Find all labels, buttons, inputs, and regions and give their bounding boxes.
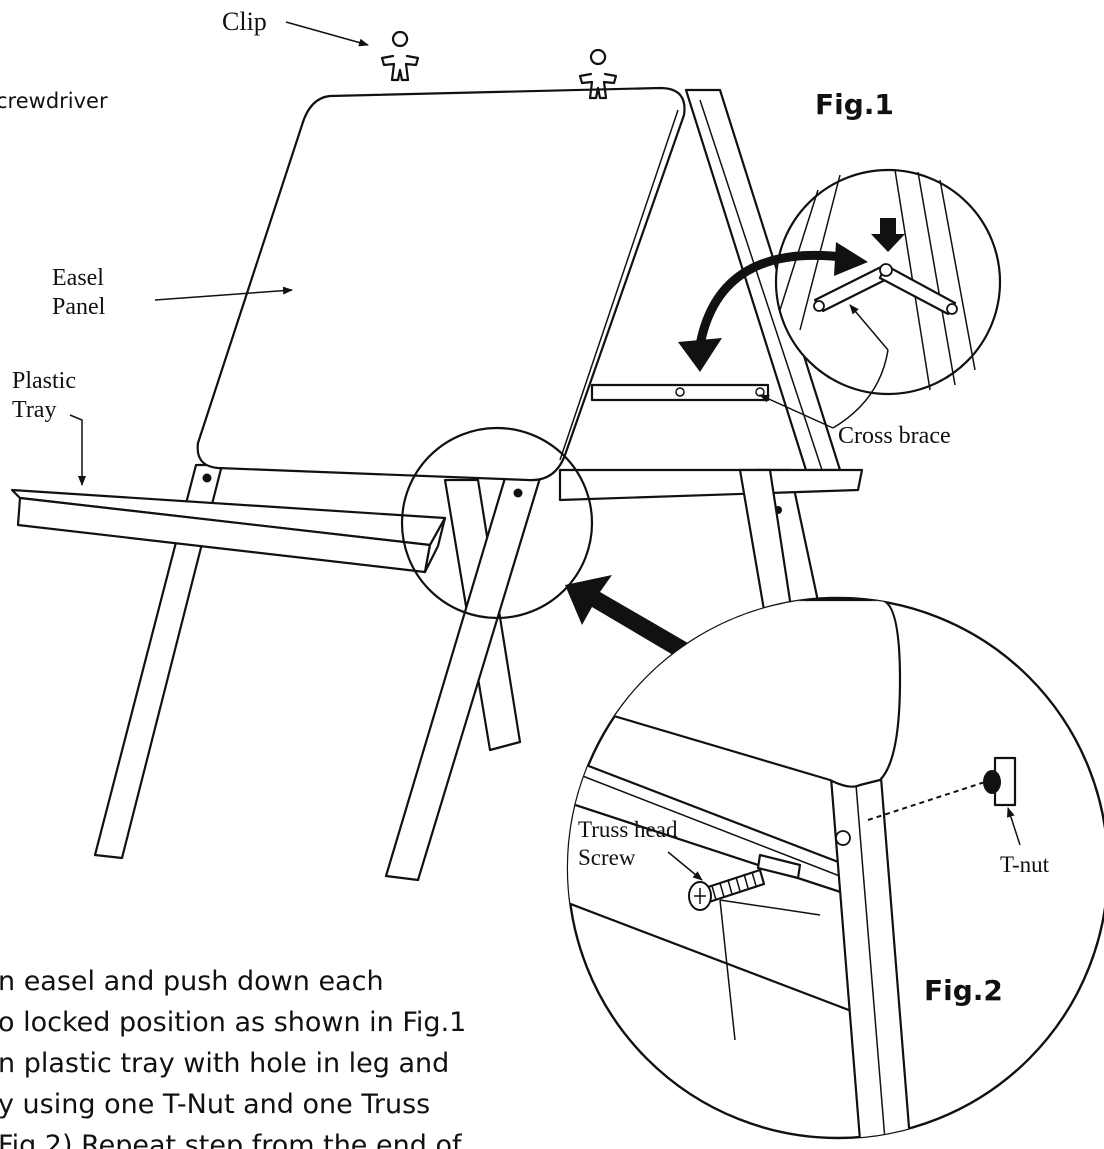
zoom-arrow [565,575,700,665]
instruction-line: o locked position as shown in Fig.1 [0,1007,466,1038]
truss-head-label-line2: Screw [578,845,636,870]
truss-head-label-line1: Truss head [578,817,678,842]
fig1-inset [774,168,1002,396]
instruction-line: Fig.2) Repeat step from the end of [0,1130,463,1149]
down-arrow-icon [871,218,905,252]
plastic-tray [10,488,447,574]
back-tray-edge [558,468,864,502]
clip-label: Clip [222,7,267,36]
easel-panel-label-line1: Easel [52,265,104,291]
plastic-tray-label-line2: Tray [12,397,56,423]
cross-brace-label: Cross brace [838,423,951,449]
easel-panel [196,86,686,482]
fig2-inset [566,596,1104,1140]
clip-icon [578,48,618,100]
rotation-arrow-icon [678,242,868,372]
t-nut-label: T-nut [1000,852,1050,877]
fig1-label: Fig.1 [815,88,894,121]
clip-icon [380,30,420,82]
plastic-tray-label-line1: Plastic [12,368,76,394]
easel-panel-label-line2: Panel [52,294,106,320]
instruction-text: n easel and push down each o locked posi… [0,966,466,1149]
instruction-line: n plastic tray with hole in leg and [0,1048,449,1079]
instruction-line: n easel and push down each [0,966,384,997]
fig2-label: Fig.2 [924,974,1003,1007]
cross-brace [590,383,770,402]
instruction-line: y using one T-Nut and one Truss [0,1089,430,1120]
pointer-lines [69,21,1021,881]
detail-circle [400,426,594,620]
top-fragment-text: crewdriver [0,89,108,113]
